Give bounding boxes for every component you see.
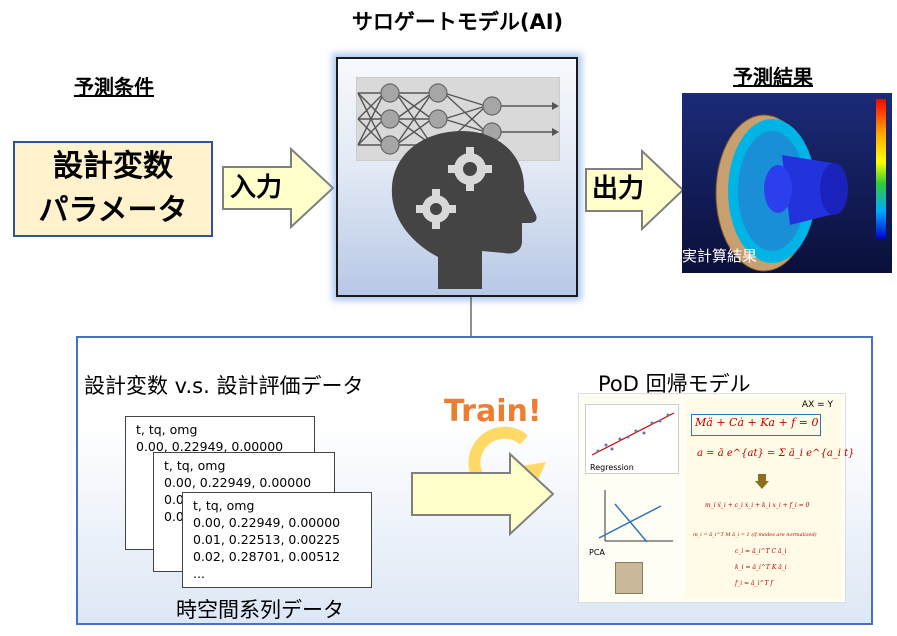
model-title: サロゲートモデル(AI)	[351, 10, 564, 34]
output-heading: 予測結果	[733, 65, 813, 89]
fea-contour-plot	[682, 93, 892, 273]
data-card-1-header: t, tq, omg	[136, 422, 198, 437]
result-caption: 実計算結果	[682, 247, 758, 265]
parameters-line-1: 設計変数	[53, 149, 173, 184]
regression-scatter	[591, 412, 675, 456]
data-card-3: t, tq, omg 0.00, 0.22949, 0.00000 0.01, …	[182, 492, 372, 588]
pca-axes	[598, 490, 673, 543]
output-arrow	[585, 149, 685, 231]
parameters-line-2: パラメータ	[38, 193, 188, 228]
equation-expansion: a = ā e^{at} = Σ ā_i e^{a_i t}	[697, 448, 855, 459]
data-card-2-row: 0.0	[164, 509, 184, 524]
regression-plot: Regression	[585, 404, 679, 474]
timeseries-label: 時空間系列データ	[176, 598, 344, 622]
output-arrow-label: 出力	[592, 174, 645, 204]
input-heading: 予測条件	[74, 75, 154, 99]
pca-section-label: PCA	[589, 548, 605, 557]
equation-ki: k_i = ā_i^T K ā_i	[735, 564, 787, 571]
equation-normalized: m_i = ā_i^T M ā_i = 1 (if modes are norm…	[693, 532, 817, 538]
pod-model-label: PoD 回帰モデル	[598, 372, 751, 396]
pca-plot: PCA	[585, 486, 679, 596]
design-parameters-box: 設計変数 パラメータ	[13, 141, 213, 237]
equation-modal: m_i ẍ_i + c_i ẋ_i + k_i x_i + f_i = 0	[705, 502, 810, 509]
train-label: Train!	[444, 394, 542, 429]
portrait-thumbnail	[615, 562, 643, 594]
data-card-1-row: 0.00, 0.22949, 0.00000	[136, 439, 284, 454]
equation-ci: c_i = ā_i^T C ā_i	[735, 548, 787, 555]
pod-model-image: Regression PCA AX = Y Mä + Cȧ + Ka + f =…	[578, 393, 855, 603]
data-card-3-row: ...	[193, 566, 205, 581]
connector-line	[470, 297, 472, 337]
equation-fi: f_i = ā_i^T f	[735, 580, 773, 587]
data-card-2-row: 0.0	[164, 492, 184, 507]
data-card-3-row: 0.02, 0.28701, 0.00512	[193, 549, 341, 564]
equation-area: AX = Y Mä + Cȧ + Ka + f = 0 a = ā e^{at}…	[685, 398, 855, 598]
equation-motion: Mä + Cȧ + Ka + f = 0	[695, 416, 819, 429]
data-card-3-row: 0.01, 0.22513, 0.00225	[193, 532, 341, 547]
data-card-3-header: t, tq, omg	[193, 498, 255, 513]
design-data-label: 設計変数 v.s. 設計評価データ	[84, 374, 364, 398]
input-arrow	[222, 147, 335, 229]
train-arrow	[411, 452, 555, 536]
equation-box	[691, 414, 821, 436]
simulation-result-image: 実計算結果	[682, 93, 892, 273]
pod-equation: AX = Y	[801, 400, 833, 410]
data-card-3-row: 0.00, 0.22949, 0.00000	[193, 515, 341, 530]
input-arrow-label: 入力	[230, 173, 283, 203]
data-card-2-header: t, tq, omg	[164, 458, 226, 473]
down-arrow-icon	[755, 474, 769, 489]
data-card-2-row: 0.00, 0.22949, 0.00000	[164, 475, 312, 490]
surrogate-model-box	[336, 57, 578, 297]
ai-head-gears-icon	[391, 131, 537, 289]
regression-section-label: Regression	[590, 463, 634, 472]
